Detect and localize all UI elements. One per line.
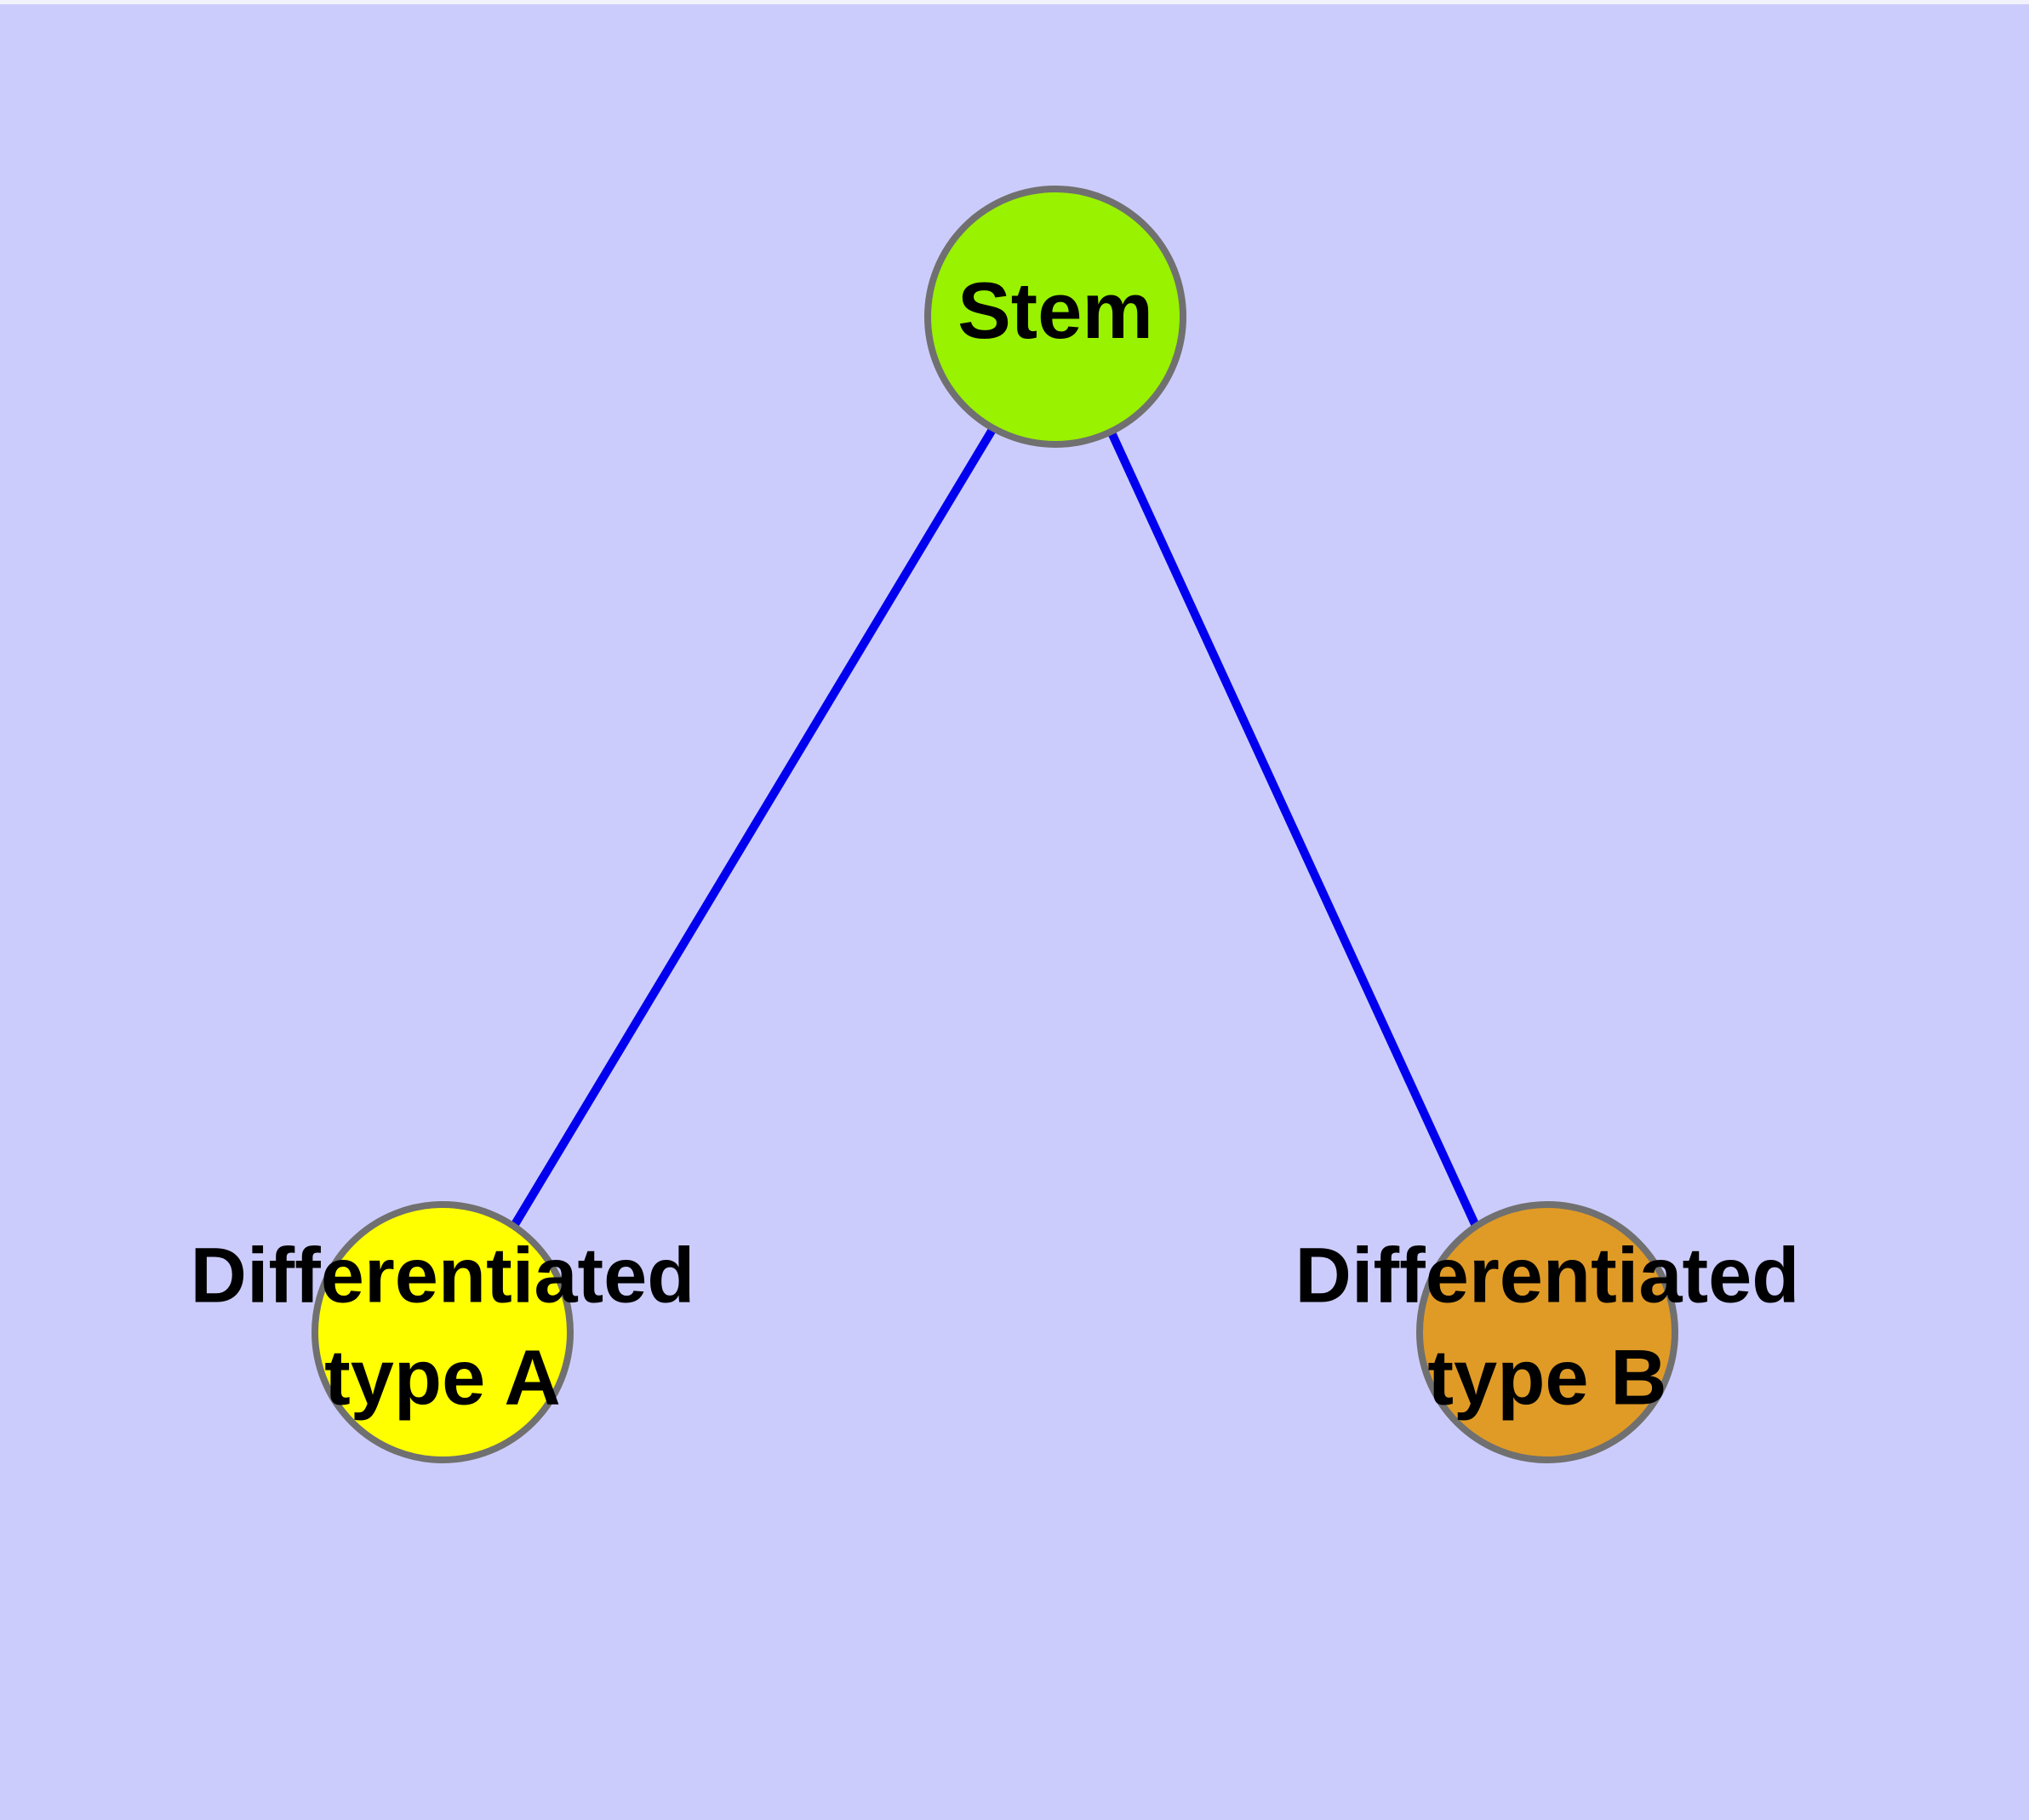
node-stem-circle[interactable]	[924, 186, 1186, 448]
edge-stem-to-differentiated-type-a[interactable]	[510, 426, 997, 1228]
node-differentiated-type-b-label-line1: Differentiated	[1295, 1232, 1800, 1319]
node-differentiated-type-b[interactable]: Differentiated type B	[1295, 1201, 1800, 1463]
node-differentiated-type-a[interactable]: Differentiated type A	[191, 1201, 695, 1463]
node-stem[interactable]: Stem	[924, 186, 1186, 448]
canvas-top-edge-strip	[0, 0, 2029, 4]
node-differentiated-type-b-label-line2: type B	[1427, 1334, 1666, 1421]
node-differentiated-type-a-circle[interactable]	[311, 1201, 574, 1463]
node-differentiated-type-a-label-line1: Differentiated	[191, 1232, 695, 1319]
edge-layer	[510, 426, 1479, 1228]
node-differentiated-type-a-label-line2: type A	[324, 1334, 561, 1421]
node-layer: Stem Differentiated type A Differentiate…	[191, 186, 1800, 1463]
edge-stem-to-differentiated-type-b[interactable]	[1106, 428, 1479, 1227]
node-stem-label: Stem	[957, 266, 1153, 355]
node-differentiated-type-b-circle[interactable]	[1416, 1201, 1678, 1463]
